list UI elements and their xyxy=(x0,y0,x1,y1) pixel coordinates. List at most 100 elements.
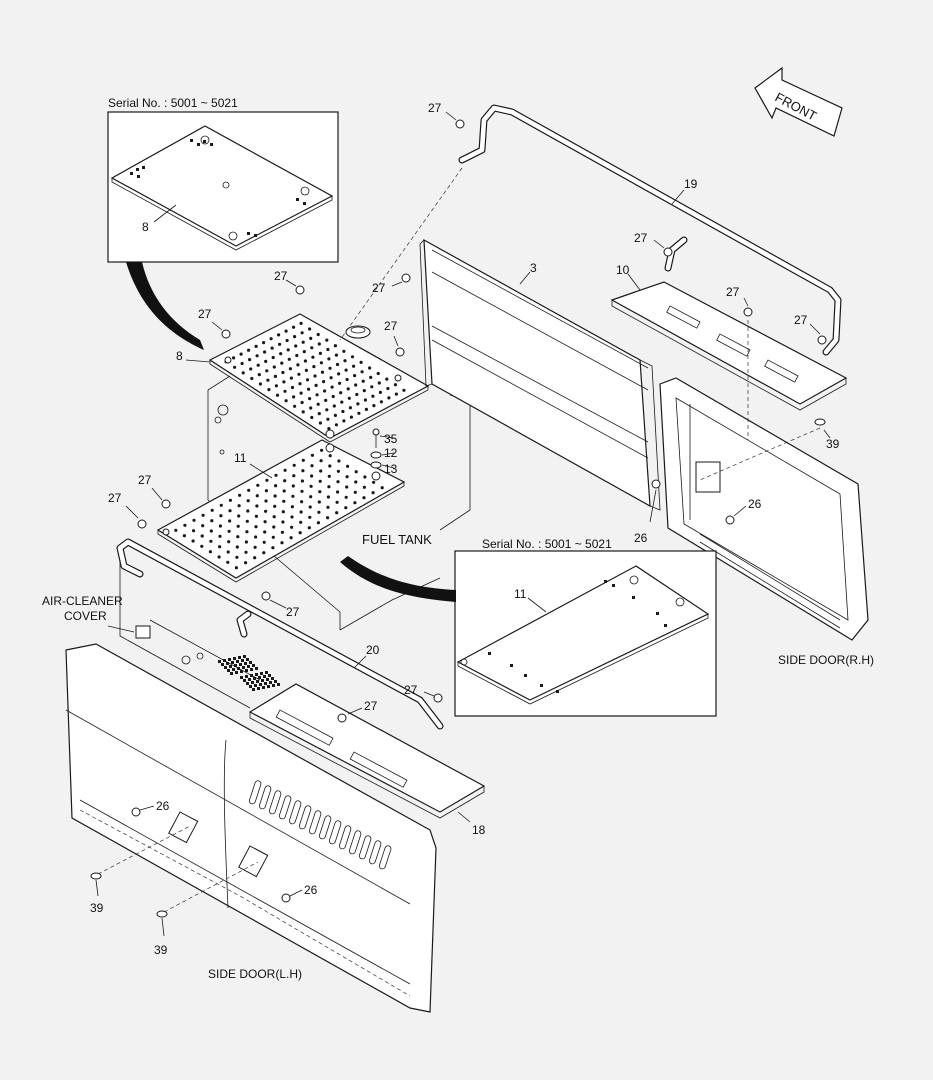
perforation-hole xyxy=(341,409,345,414)
grille-cell xyxy=(250,668,253,671)
bolt-washer-stack: 35 12 13 xyxy=(370,428,398,476)
louver-slot xyxy=(268,790,282,815)
perforation-hole xyxy=(289,536,293,540)
perforation-hole xyxy=(182,534,186,538)
perforation-hole xyxy=(244,540,248,544)
perforation-hole xyxy=(286,348,290,352)
callout-11-inset: 11 xyxy=(514,587,527,601)
perforation-hole xyxy=(317,510,321,514)
grille-cell xyxy=(227,669,230,672)
perforation-hole xyxy=(270,346,274,350)
callout-27-c: 27 xyxy=(726,285,740,299)
perforation-hole xyxy=(255,494,259,498)
perforation-hole xyxy=(299,510,303,514)
perforation-hole xyxy=(339,391,343,395)
perforation-hole xyxy=(322,380,326,384)
perforation-hole xyxy=(385,377,389,381)
grille-cell xyxy=(246,658,249,661)
perforation-hole xyxy=(174,528,178,532)
perforation-hole xyxy=(283,389,287,393)
perforation-hole xyxy=(344,368,348,372)
grille-cell xyxy=(233,657,236,660)
perforation-hole xyxy=(328,464,332,468)
perforation-hole xyxy=(325,338,329,342)
grille-cell xyxy=(256,680,259,683)
perforation-hole xyxy=(253,556,257,560)
callout-27-e: 27 xyxy=(372,281,386,295)
callout-12: 12 xyxy=(384,446,398,460)
perforation-hole xyxy=(291,494,295,498)
perforation-hole xyxy=(234,566,238,570)
grille-cell xyxy=(251,681,254,684)
perforation-hole xyxy=(210,508,214,512)
louver-slot xyxy=(318,815,332,840)
perforation-hole xyxy=(284,329,288,333)
perforation-hole xyxy=(278,342,282,346)
callout-27-j: 27 xyxy=(108,491,122,505)
perforation-hole xyxy=(335,511,339,515)
bolts-27: 27 27 27 27 27 27 27 27 27 27 27 27 27 xyxy=(108,101,827,723)
perforation-hole xyxy=(326,505,330,509)
inset-arrow-bottom-icon xyxy=(340,556,456,602)
perforation-hole xyxy=(345,485,349,489)
perforation-hole xyxy=(271,355,275,360)
perforation-hole xyxy=(298,382,302,386)
perforation-hole xyxy=(232,356,236,360)
perforation-hole xyxy=(264,509,268,513)
callout-26-d: 26 xyxy=(304,883,318,897)
perforation-hole xyxy=(283,479,287,483)
callout-11: 11 xyxy=(234,451,247,465)
callout-26-a: 26 xyxy=(634,531,648,545)
perforation-hole xyxy=(248,358,252,362)
perforation-hole xyxy=(254,525,258,529)
fuel-tank-label: FUEL TANK xyxy=(362,532,432,547)
louver-slot xyxy=(248,780,262,805)
grille-cell xyxy=(248,678,251,681)
perforation-hole xyxy=(263,520,267,524)
bracket-10: 10 xyxy=(610,263,848,411)
perforation-hole xyxy=(293,404,297,408)
perforation-hole xyxy=(300,500,304,504)
perforation-hole xyxy=(326,347,330,352)
grille-cell xyxy=(230,672,233,675)
perforation-hole xyxy=(337,372,341,376)
perforation-hole xyxy=(256,363,260,367)
perforation-hole xyxy=(299,520,303,524)
grille-cell xyxy=(243,655,246,658)
perforation-hole xyxy=(280,361,284,365)
perforation-hole xyxy=(308,327,312,331)
pin-icon xyxy=(90,872,102,897)
perforation-hole xyxy=(300,400,304,405)
perforation-hole xyxy=(326,495,330,499)
perforation-hole xyxy=(308,515,312,519)
perforation-hole xyxy=(281,520,285,524)
perforation-hole xyxy=(359,360,363,364)
front-arrow-icon: FRONT xyxy=(754,66,843,137)
perforation-hole xyxy=(317,500,321,504)
perforation-hole xyxy=(236,535,240,539)
grille-cell xyxy=(268,674,271,677)
perforation-hole xyxy=(295,353,299,358)
perforation-hole xyxy=(319,361,323,365)
perforation-hole xyxy=(183,523,187,527)
grille-cell xyxy=(249,685,252,688)
perforation-hole xyxy=(318,421,322,425)
perforation-hole xyxy=(300,331,304,335)
louver-slot xyxy=(308,810,322,835)
pin-icon xyxy=(156,910,168,937)
callout-27-l: 27 xyxy=(364,699,378,713)
perforation-hole xyxy=(287,357,291,361)
screws-26: 26 26 26 26 xyxy=(131,479,762,903)
perforation-hole xyxy=(237,504,241,508)
perforation-hole xyxy=(325,408,329,412)
bolt-icon xyxy=(337,707,363,723)
perforation-hole xyxy=(376,371,380,376)
perforation-hole xyxy=(364,407,368,411)
perforation-hole xyxy=(387,396,391,400)
grille-cell xyxy=(224,666,227,669)
grille-cell xyxy=(255,673,258,676)
perforation-hole xyxy=(281,370,285,375)
perforation-hole xyxy=(283,468,287,472)
perforation-hole xyxy=(237,514,241,518)
callout-27-d: 27 xyxy=(794,313,808,327)
